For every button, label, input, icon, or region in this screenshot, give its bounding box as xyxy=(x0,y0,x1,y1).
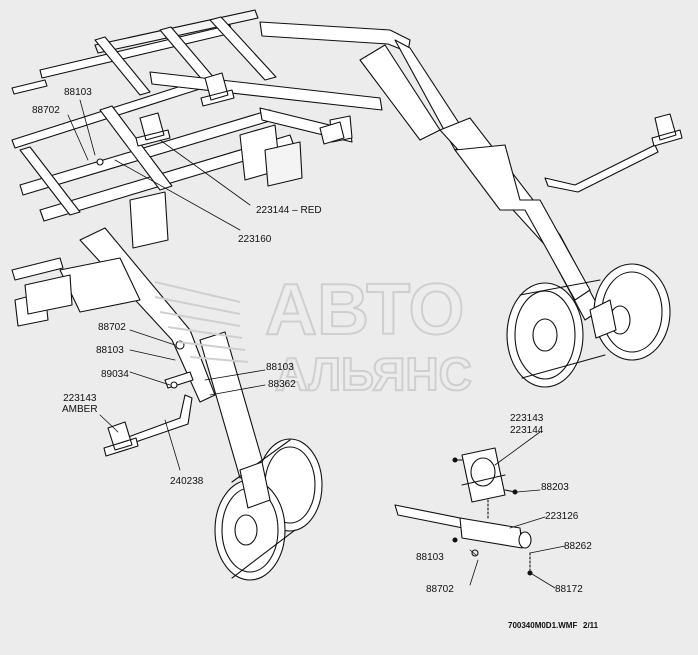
right-wheel-assembly xyxy=(439,113,683,388)
callout-detail-88702: 88702 xyxy=(426,584,454,595)
detail-view xyxy=(394,447,533,576)
callout-88702-top: 88702 xyxy=(32,105,60,116)
footer-page: 2/11 xyxy=(583,621,599,630)
callout-240238: 240238 xyxy=(170,476,204,487)
callout-detail-223144: 223144 xyxy=(510,425,544,436)
callout-88362: 88362 xyxy=(268,379,296,390)
callout-223160: 223160 xyxy=(238,234,272,245)
callout-detail-88103: 88103 xyxy=(416,552,444,563)
callout-88103-right: 88103 xyxy=(266,362,294,373)
callout-88702-mid: 88702 xyxy=(98,322,126,333)
callout-detail-88203: 88203 xyxy=(541,482,569,493)
callout-detail-88262: 88262 xyxy=(564,541,592,552)
frame-lamps xyxy=(96,72,345,389)
callout-detail-223126: 223126 xyxy=(545,511,579,522)
right-lamp-icon xyxy=(651,113,683,147)
callout-88103-top: 88103 xyxy=(64,87,92,98)
callout-89034: 89034 xyxy=(101,369,129,380)
footer-filename: 700340M0D1.WMF xyxy=(508,621,578,630)
detail-lamp-icon xyxy=(461,447,506,503)
callout-detail-88172: 88172 xyxy=(555,584,583,595)
amber-lamp-icon xyxy=(103,421,139,457)
callout-223144-red: 223144 – RED xyxy=(256,205,322,216)
callout-223143-amber: 223143 AMBER xyxy=(62,393,98,415)
callout-detail-223143: 223143 xyxy=(510,413,544,424)
callout-88103-mid: 88103 xyxy=(96,345,124,356)
